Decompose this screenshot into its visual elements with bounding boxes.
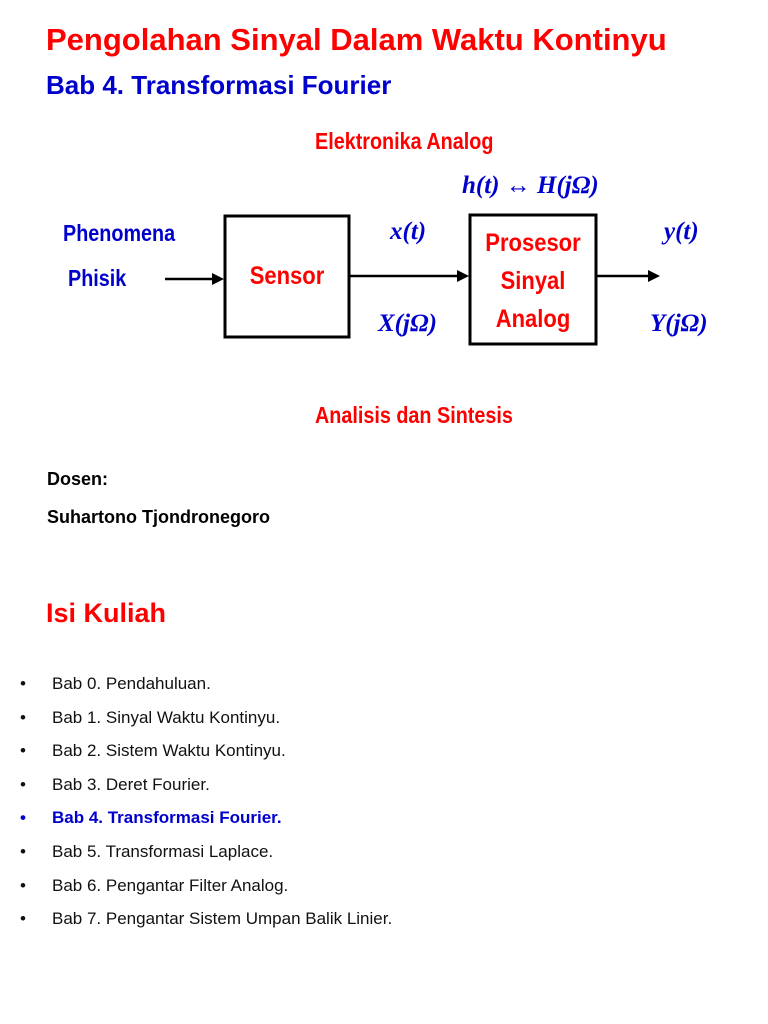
bullet-icon: • [20, 909, 26, 929]
list-item-label: Bab 7. Pengantar Sistem Umpan Balik Lini… [52, 909, 393, 929]
analisis-sintesis-label: Analisis dan Sintesis [315, 402, 513, 428]
elektronika-analog-label: Elektronika Analog [315, 128, 494, 154]
bullet-icon: • [20, 707, 26, 727]
list-item-label: Bab 1. Sinyal Waktu Kontinyu. [52, 707, 281, 727]
sensor-label: Sensor [249, 262, 325, 290]
input-arrowhead [212, 273, 224, 285]
lecturer-name: Suhartono Tjondronegoro [47, 507, 270, 527]
bullet-icon: • [20, 808, 26, 828]
list-item-label: Bab 4. Transformasi Fourier. [52, 808, 282, 828]
bullet-icon: • [20, 875, 26, 895]
list-item-label: Bab 0. Pendahuluan. [52, 674, 211, 693]
page-title: Pengolahan Sinyal Dalam Waktu Kontinyu [46, 22, 667, 57]
bullet-icon: • [20, 774, 26, 794]
output-freq-label: Y(jΩ) [650, 310, 708, 337]
transfer-function-label: h(t) ↔ H(jΩ) [462, 172, 599, 199]
contents-heading: Isi Kuliah [46, 598, 167, 628]
list-item-label: Bab 2. Sistem Waktu Kontinyu. [52, 741, 286, 761]
list-item-label: Bab 6. Pengantar Filter Analog. [52, 875, 289, 895]
input-label-line1: Phenomena [63, 220, 176, 246]
list-item-label: Bab 3. Deret Fourier. [52, 774, 210, 794]
bullet-icon: • [20, 741, 26, 761]
lecturer-block: Dosen: Suhartono Tjondronegoro [47, 460, 270, 536]
lecturer-heading: Dosen: [47, 469, 109, 489]
signal-freq-label: X(jΩ) [378, 310, 437, 337]
diagram-lines [165, 213, 660, 346]
processor-label-line3: Analog [495, 305, 571, 333]
signal-time-label: x(t) [390, 218, 427, 245]
signal-arrowhead [457, 270, 469, 282]
processor-label-line1: Prosesor [485, 229, 581, 257]
output-time-label: y(t) [664, 218, 699, 245]
processor-box [468, 213, 598, 346]
bullet-icon: • [20, 841, 26, 861]
output-arrowhead [648, 270, 660, 282]
bullet-icon: • [20, 674, 26, 693]
sensor-box [223, 214, 351, 339]
block-diagram: Elektronika Analog h(t) ↔ H(jΩ) Phenomen… [0, 110, 768, 450]
processor-label-line2: Sinyal [500, 267, 566, 295]
page-subtitle: Bab 4. Transformasi Fourier [46, 70, 392, 100]
list-item-label: Bab 5. Transformasi Laplace. [52, 841, 274, 861]
input-label-line2: Phisik [68, 265, 127, 291]
